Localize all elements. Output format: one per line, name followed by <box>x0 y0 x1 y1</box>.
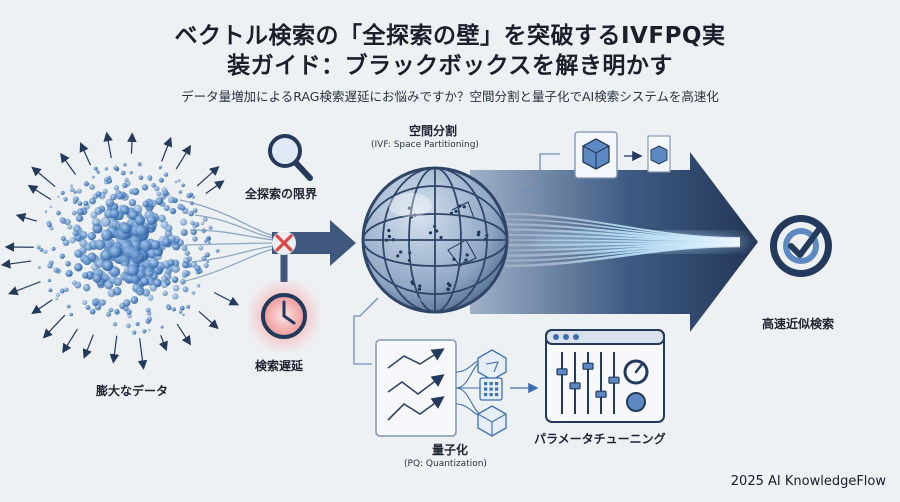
cube-box-icon <box>574 131 618 179</box>
footer-credit: 2025 AI KnowledgeFlow <box>730 474 886 489</box>
label-quantization-sub: (PQ: Quantization) <box>404 459 487 469</box>
label-full-search-limit: 全探索の限界 <box>245 187 318 201</box>
grid-dots <box>484 382 499 397</box>
tuning-window <box>545 329 665 423</box>
light-beams <box>504 213 750 268</box>
small-cube-icon <box>647 135 671 173</box>
label-space-partition: 空間分割 <box>409 124 458 138</box>
label-search-delay: 検索遅延 <box>255 359 304 373</box>
data-flow-lines <box>179 199 276 283</box>
ivf-sphere <box>361 166 509 314</box>
label-space-partition-sub: (IVF: Space Partitioning) <box>371 140 479 150</box>
pq-panel <box>375 339 457 437</box>
label-fast-search: 高速近似検索 <box>762 317 835 331</box>
label-quantization: 量子化 <box>432 443 469 457</box>
blocked-flow-arrow <box>272 220 356 266</box>
label-param-tuning: パラメータチューニング <box>534 432 666 446</box>
magnifier-icon <box>268 134 313 181</box>
target-check-icon <box>770 215 832 277</box>
cube-connector <box>520 153 560 191</box>
label-big-data: 膨大なデータ <box>96 384 169 398</box>
title-line-2: 装ガイド：ブラックボックスを解き明かす <box>227 53 673 79</box>
data-cloud <box>0 131 240 370</box>
clock-icon <box>254 286 314 346</box>
subtitle: データ量増加によるRAG検索遅延にお悩みですか？空間分割と量子化でAI検索システ… <box>181 89 719 104</box>
title-line-1: ベクトル検索の「全探索の壁」を突破するIVFPQ実 <box>174 23 726 49</box>
x-mark-icon <box>272 231 296 255</box>
sphere-to-pq-connector <box>353 297 379 365</box>
